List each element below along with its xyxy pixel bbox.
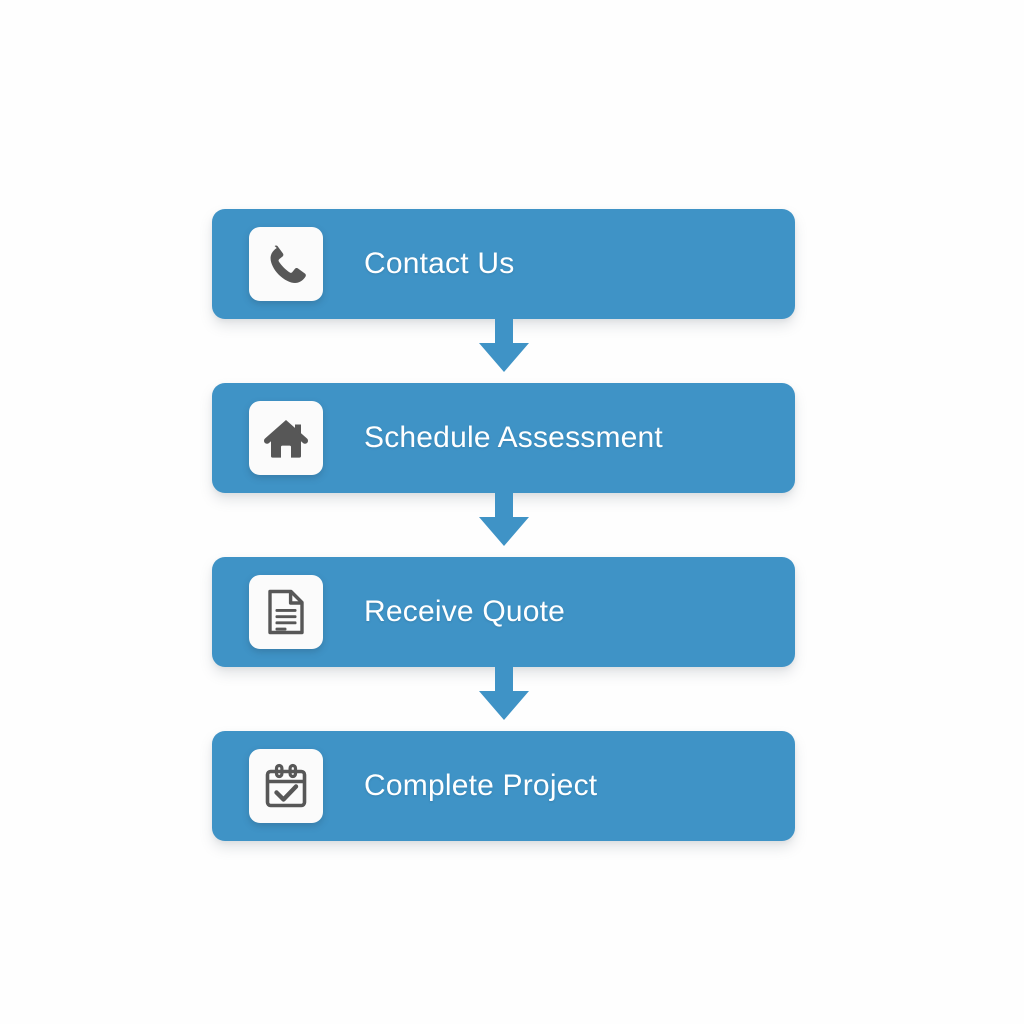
house-icon: [262, 414, 310, 462]
step-label-4: Complete Project: [364, 769, 598, 802]
icon-tile-2: [249, 401, 323, 475]
connector-2: [212, 491, 795, 557]
step-card-complete-project[interactable]: Complete Project: [212, 731, 795, 841]
step-label-2: Schedule Assessment: [364, 421, 663, 454]
step-label-3: Receive Quote: [364, 595, 566, 628]
step-card-receive-quote[interactable]: Receive Quote: [212, 557, 795, 667]
connector-1: [212, 317, 795, 383]
step-label-1: Contact Us: [364, 247, 515, 280]
process-steps-stack: Contact Us: [212, 209, 795, 841]
step-card-schedule-assessment[interactable]: Schedule Assessment: [212, 383, 795, 493]
icon-tile-1: [249, 227, 323, 301]
phone-icon: [263, 241, 309, 287]
document-icon: [263, 588, 309, 636]
step-4-wrapper: Complete Project: [212, 731, 795, 841]
step-3-wrapper: Receive Quote: [212, 557, 795, 667]
connector-3: [212, 665, 795, 731]
icon-tile-4: [249, 749, 323, 823]
icon-tile-3: [249, 575, 323, 649]
step-card-contact-us[interactable]: Contact Us: [212, 209, 795, 319]
calendar-check-icon: [262, 762, 310, 810]
step-2-wrapper: Schedule Assessment: [212, 383, 795, 493]
step-1-wrapper: Contact Us: [212, 209, 795, 319]
